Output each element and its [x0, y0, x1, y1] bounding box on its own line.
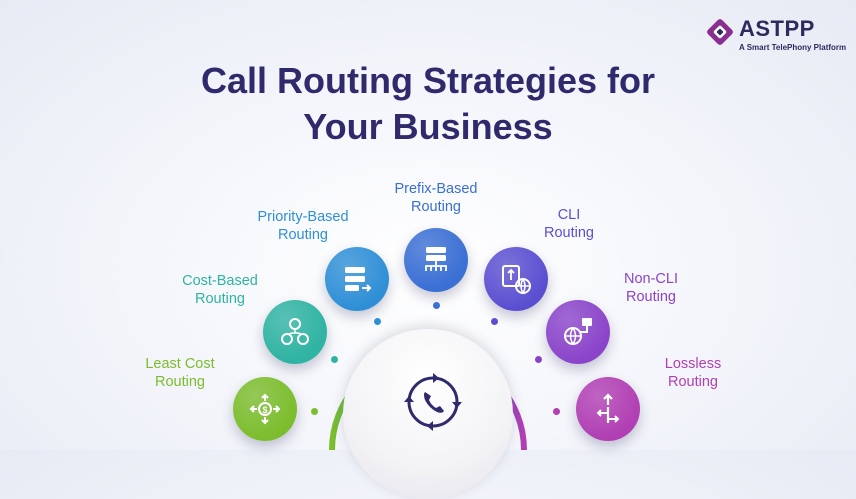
node-least-cost: $: [233, 377, 297, 441]
arrows-dollar-icon: $: [249, 393, 281, 425]
node-cost-based: [263, 300, 327, 364]
node-prefix-based: [404, 228, 468, 292]
node-non-cli: [546, 300, 610, 364]
label-cost-based: Cost-Based Routing: [182, 273, 258, 307]
connector-dot: [374, 318, 381, 325]
phone-globe-icon: [502, 265, 531, 295]
node-lossless: [576, 377, 640, 441]
node-priority-based: [325, 247, 389, 311]
connector-dot: [491, 318, 498, 325]
globe-flow-icon: [564, 318, 592, 346]
brand-logo: ASTPP A Smart TelePhony Platform: [706, 16, 846, 56]
title-line-2: Your Business: [303, 106, 553, 147]
connector-dot: [553, 408, 560, 415]
label-lossless: Lossless Routing: [664, 356, 722, 390]
label-prefix-based: Prefix-Based Routing: [394, 181, 478, 215]
brand-name: ASTPP: [739, 16, 815, 41]
connector-dot: [433, 302, 440, 309]
title-line-1: Call Routing Strategies for: [200, 60, 656, 101]
label-non-cli: Non-CLI Routing: [624, 271, 678, 305]
server-stack-icon: [345, 267, 372, 292]
svg-text:$: $: [262, 405, 267, 415]
astpp-logo-icon: [707, 19, 733, 45]
label-cli: CLI Routing: [544, 207, 594, 241]
page-title: Call Routing Strategies for Your Busines…: [0, 58, 856, 150]
split-arrows-icon: [596, 393, 620, 423]
brand-tagline: A Smart TelePhony Platform: [739, 43, 847, 52]
connector-dot: [535, 356, 542, 363]
phone-cycle-icon: [404, 373, 462, 431]
connector-dot: [311, 408, 318, 415]
connector-dot: [331, 356, 338, 363]
label-priority-based: Priority-Based Routing: [257, 209, 349, 243]
dollar-coins-icon: [281, 318, 309, 345]
node-cli: [484, 247, 548, 311]
label-least-cost: Least Cost Routing: [145, 356, 215, 390]
network-hub-icon: [425, 247, 447, 271]
